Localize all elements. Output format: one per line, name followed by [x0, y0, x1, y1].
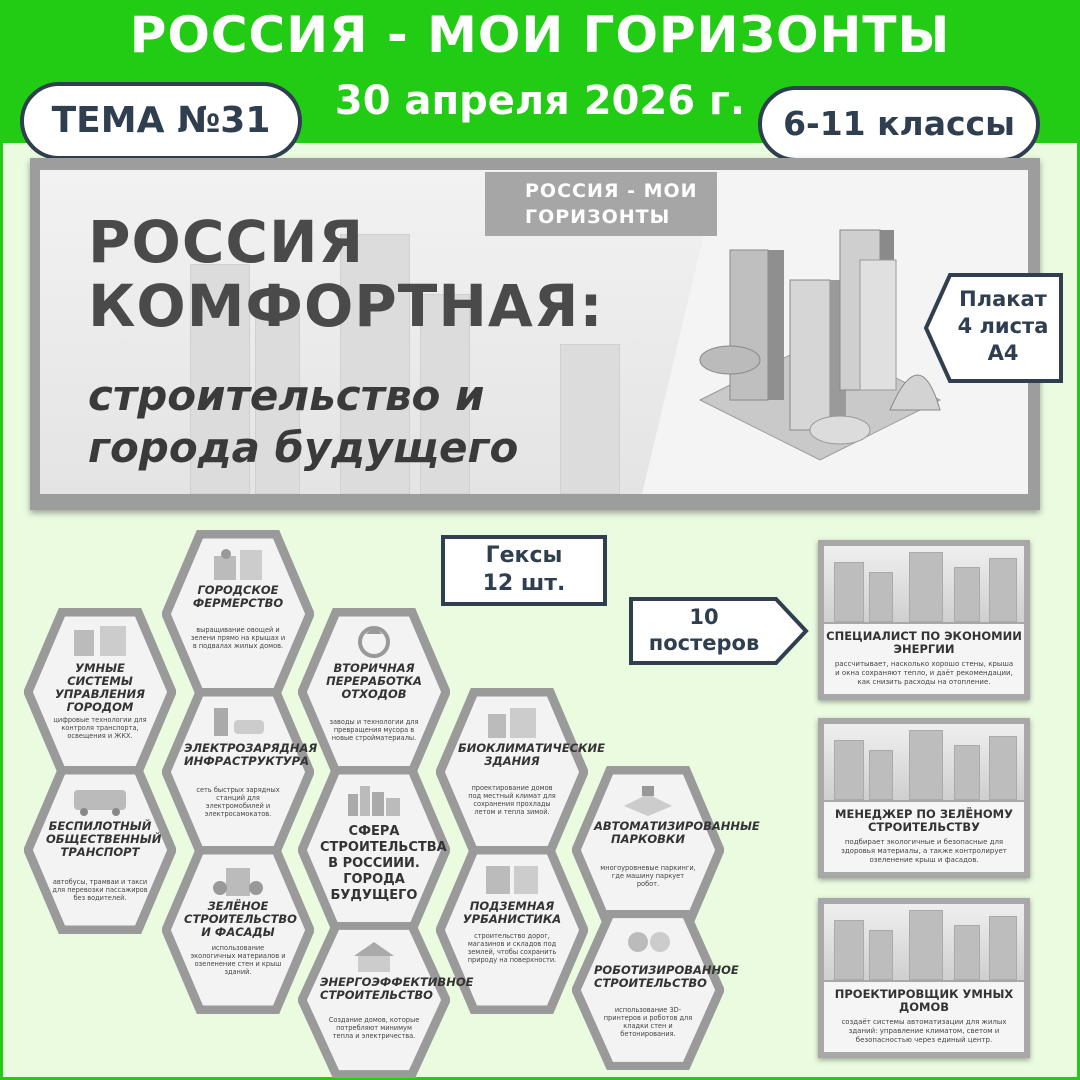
callout-arrow-shape [923, 273, 1063, 383]
smart-city-icon [74, 626, 126, 656]
hex-description: цифровые технологии для контроля транспо… [53, 716, 147, 740]
hex-description: сеть быстрых зарядных станций для электр… [196, 786, 280, 818]
banner-title-line: РОССИЯ [88, 208, 365, 276]
banner-tag-line: РОССИЯ - МОИ [525, 180, 698, 202]
hex-card: РОБОТИЗИРОВАННОЕ СТРОИТЕЛЬСТВО использов… [572, 910, 739, 1078]
hex-card: ВТОРИЧНАЯ ПЕРЕРАБОТКА ОТХОДОВ заводы и т… [298, 608, 450, 776]
hex-title: ЭЛЕКТРОЗАРЯДНАЯ ИНФРАСТРУКТУРА [184, 741, 318, 768]
energy-house-icon [354, 942, 394, 972]
callout-text: 12 шт. [482, 571, 566, 596]
charging-station-icon [214, 708, 264, 736]
hex-title: СФЕРА СТРОИТЕЛЬСТВА В РОССИИИ. ГОРОДА БУ… [320, 824, 447, 903]
callout-text: А4 [987, 341, 1019, 365]
hex-card: ЗЕЛЁНОЕ СТРОИТЕЛЬСТВО И ФАСАДЫ использов… [162, 846, 314, 1014]
career-poster: МЕНЕДЖЕР ПО ЗЕЛЁНОМУ СТРОИТЕЛЬСТВУ подби… [818, 718, 1030, 878]
poster-skyline-image [824, 724, 1024, 800]
poster-skyline-image [824, 904, 1024, 980]
banner-title: РОССИЯ КОМФОРТНАЯ: [88, 210, 604, 338]
hex-card: ЭНЕРГОЭФФЕКТИВНОЕ СТРОИТЕЛЬСТВО Создание… [298, 922, 474, 1080]
banner-tag-line: ГОРИЗОНТЫ [525, 206, 671, 228]
theme-badge: ТЕМА №31 [20, 82, 302, 160]
city-illustration [698, 229, 942, 461]
poster-title: МЕНЕДЖЕР ПО ЗЕЛЁНОМУ СТРОИТЕЛЬСТВУ [835, 807, 1013, 834]
poster-description: рассчитывает, насколько хорошо стены, кр… [834, 660, 1014, 686]
bus-icon [74, 790, 126, 816]
callout-text: 10 [689, 605, 719, 629]
grades-badge: 6-11 классы [758, 86, 1040, 162]
hex-description: выращивание овощей и зелени прямо на кры… [190, 626, 286, 650]
callout-text: Гексы [485, 543, 563, 568]
poster-title: СПЕЦИАЛИСТ ПО ЭКОНОМИИ ЭНЕРГИИ [826, 629, 1022, 656]
hex-card: УМНЫЕ СИСТЕМЫ УПРАВЛЕНИЯ ГОРОДОМ цифровы… [24, 608, 176, 776]
hex-card: ПОДЗЕМНАЯ УРБАНИСТИКА строительство доро… [436, 846, 588, 1014]
page-title: РОССИЯ - МОИ ГОРИЗОНТЫ [129, 6, 951, 64]
hex-card-center: СФЕРА СТРОИТЕЛЬСТВА В РОССИИИ. ГОРОДА БУ… [298, 766, 450, 934]
career-poster: ПРОЕКТИРОВЩИК УМНЫХ ДОМОВ создаёт систем… [818, 898, 1030, 1058]
hex-title: БЕСПИЛОТНЫЙ ОБЩЕСТВЕННЫЙ ТРАНСПОРТ [46, 819, 162, 859]
poster-title: ПРОЕКТИРОВЩИК УМНЫХ ДОМОВ [834, 987, 1014, 1014]
banner-title-line: КОМФОРТНАЯ: [88, 272, 604, 340]
banner-tag: РОССИЯ - МОИ ГОРИЗОНТЫ [485, 172, 717, 236]
underground-icon [486, 866, 538, 894]
hex-title: УМНЫЕ СИСТЕМЫ УПРАВЛЕНИЯ ГОРОДОМ [54, 661, 146, 714]
hex-title: ЗЕЛЁНОЕ СТРОИТЕЛЬСТВО И ФАСАДЫ [184, 899, 297, 939]
banner-subtitle-line: строительство и [88, 371, 485, 420]
hex-description: использование экологичных материалов и о… [190, 944, 286, 976]
robot-construction-icon [628, 932, 670, 952]
hex-description: проектирование домов под местный климат … [468, 784, 556, 816]
skyline-icon [348, 786, 400, 816]
parking-icon [624, 786, 672, 816]
poster-skyline-image [824, 546, 1024, 622]
hex-description: заводы и технологии для превращения мусо… [329, 718, 419, 742]
hex-title: ГОРОДСКОЕ ФЕРМЕРСТВО [192, 583, 284, 610]
callout-text: 4 листа [957, 314, 1049, 338]
recycle-icon [358, 626, 390, 658]
hex-card: БИОКЛИМАТИЧЕСКИЕ ЗДАНИЯ проектирование д… [436, 688, 606, 856]
poster-body: СПЕЦИАЛИСТ ПО ЭКОНОМИИ ЭНЕРГИИ рассчитыв… [824, 624, 1024, 694]
hex-title: БИОКЛИМАТИЧЕСКИЕ ЗДАНИЯ [458, 741, 606, 768]
poster-description: подбирает экологичные и безопасные для з… [841, 838, 1007, 864]
banner-subtitle: строительство и города будущего [88, 370, 518, 474]
hex-card: АВТОМАТИЗИРОВАННЫЕ ПАРКОВКИ многоуровнев… [572, 766, 760, 934]
poster-body: МЕНЕДЖЕР ПО ЗЕЛЁНОМУ СТРОИТЕЛЬСТВУ подби… [824, 802, 1024, 872]
banner-skyline-background [40, 170, 720, 494]
hex-description: строительство дорог, магазинов и складов… [467, 932, 557, 964]
hex-description: использование 3D-принтеров и роботов для… [603, 1006, 693, 1038]
farm-icon [214, 549, 262, 580]
poster-body: ПРОЕКТИРОВЩИК УМНЫХ ДОМОВ создаёт систем… [824, 982, 1024, 1052]
banner-poster: РОССИЯ - МОИ ГОРИЗОНТЫ РОССИЯ КОМФОРТНАЯ… [30, 158, 1040, 510]
hex-title: ПОДЗЕМНАЯ УРБАНИСТИКА [462, 899, 562, 926]
hex-description: автобусы, трамваи и такси для перевозки … [52, 878, 148, 902]
green-building-icon [213, 868, 263, 896]
hex-title: ВТОРИЧНАЯ ПЕРЕРАБОТКА ОТХОДОВ [326, 661, 422, 701]
hex-card: БЕСПИЛОТНЫЙ ОБЩЕСТВЕННЫЙ ТРАНСПОРТ автоб… [24, 766, 176, 934]
hex-description: Создание домов, которые потребляют миним… [328, 1016, 420, 1040]
posters-callout: 10 постеров [628, 596, 810, 666]
poster-description: создаёт системы автоматизации для жилых … [841, 1018, 1007, 1044]
callout-arrow-shape [629, 597, 809, 665]
career-poster: СПЕЦИАЛИСТ ПО ЭКОНОМИИ ЭНЕРГИИ рассчитыв… [818, 540, 1030, 700]
banner-subtitle-line: города будущего [88, 423, 519, 472]
hex-title: АВТОМАТИЗИРОВАННЫЕ ПАРКОВКИ [594, 819, 760, 846]
hex-title: ЭНЕРГОЭФФЕКТИВНОЕ СТРОИТЕЛЬСТВО [320, 975, 474, 1002]
poster-sheets-callout: Плакат 4 листа А4 [922, 272, 1064, 384]
hexes-callout: Гексы 12 шт. [440, 534, 608, 608]
hex-card: ЭЛЕКТРОЗАРЯДНАЯ ИНФРАСТРУКТУРА сеть быст… [162, 688, 318, 856]
callout-text: постеров [648, 631, 760, 655]
callout-arrow-shape [441, 535, 607, 606]
event-date: 30 апреля 2026 г. [334, 78, 746, 124]
hex-description: многоуровневые паркинги, где машину парк… [600, 864, 696, 888]
bioclimatic-building-icon [488, 708, 536, 738]
callout-text: Плакат [959, 287, 1047, 311]
hex-card: ГОРОДСКОЕ ФЕРМЕРСТВО выращивание овощей … [162, 530, 314, 698]
hex-title: РОБОТИЗИРОВАННОЕ СТРОИТЕЛЬСТВО [594, 963, 739, 990]
